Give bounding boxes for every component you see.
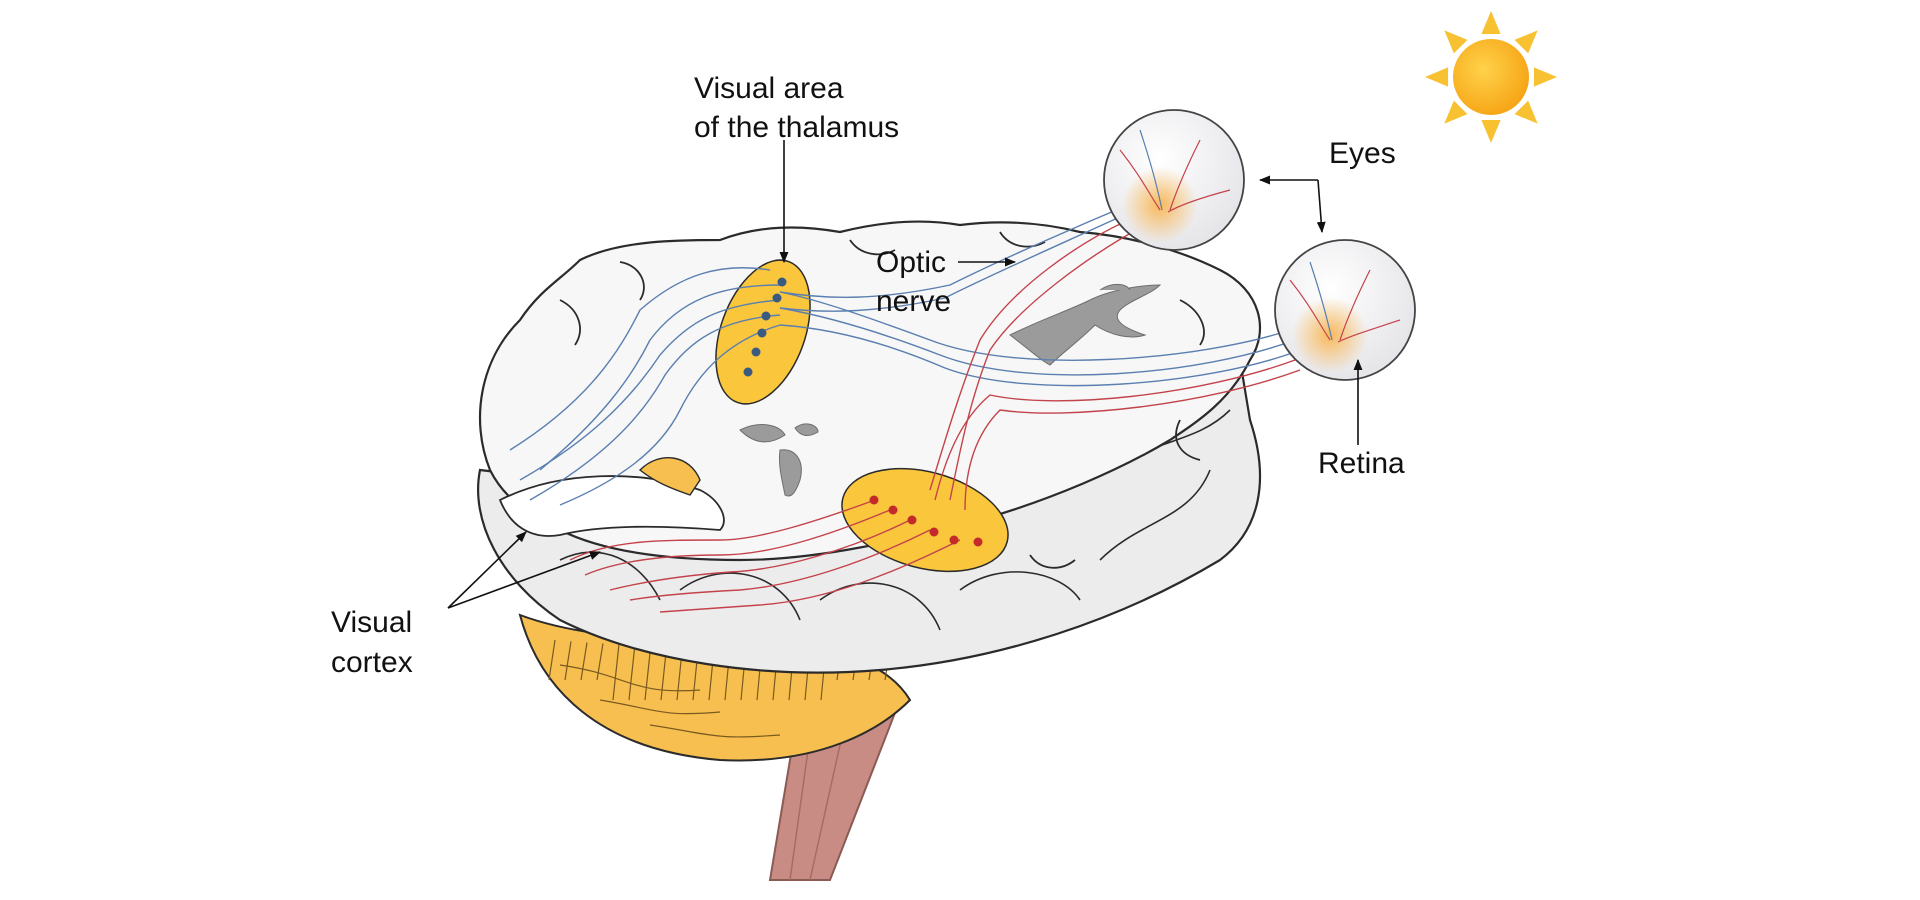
visual-cortex-label-line1: Visual xyxy=(331,606,412,639)
retina-label: Retina xyxy=(1318,447,1405,480)
sun-ray xyxy=(1444,100,1468,124)
neuron-dot xyxy=(869,495,879,505)
sun-ray xyxy=(1514,100,1538,124)
left-visual-pathway xyxy=(509,199,1301,506)
neuron-dot xyxy=(757,328,767,338)
lower-visual-nucleus xyxy=(841,467,1009,573)
neuron-dot xyxy=(751,347,761,357)
optic-nerve-label-line2: nerve xyxy=(876,285,951,318)
neuron-dot xyxy=(761,311,771,321)
neuron-dot xyxy=(907,515,917,525)
sun-ray xyxy=(1481,11,1501,35)
thalamus-label-line2: of the thalamus xyxy=(694,111,899,144)
eyes-label: Eyes xyxy=(1329,137,1396,170)
right-visual-pathway xyxy=(569,214,1301,613)
sun-ray xyxy=(1425,67,1449,87)
neuron-dot xyxy=(929,527,939,537)
ventricles xyxy=(739,283,1162,497)
optic-nerve-label-line1: Optic xyxy=(876,246,946,279)
neuron-dot xyxy=(888,505,898,515)
neuron-dot xyxy=(743,367,753,377)
visual-cortex-label-line2: cortex xyxy=(331,646,413,679)
sun-ray xyxy=(1533,67,1557,87)
neuron-dot xyxy=(949,535,959,545)
sun-ray xyxy=(1444,30,1468,54)
neuron-dot xyxy=(973,537,983,547)
cortex-fold xyxy=(498,475,725,537)
eye-upper xyxy=(1103,109,1245,251)
sun-ray xyxy=(1481,119,1501,143)
neuron-dot xyxy=(777,277,787,287)
sun-icon xyxy=(1425,11,1557,143)
eye-lower xyxy=(1274,239,1416,381)
neuron-dot xyxy=(772,293,782,303)
label-arrows xyxy=(447,140,1363,609)
sun-ray xyxy=(1514,30,1538,54)
thalamus-label-line1: Visual area xyxy=(694,72,844,105)
